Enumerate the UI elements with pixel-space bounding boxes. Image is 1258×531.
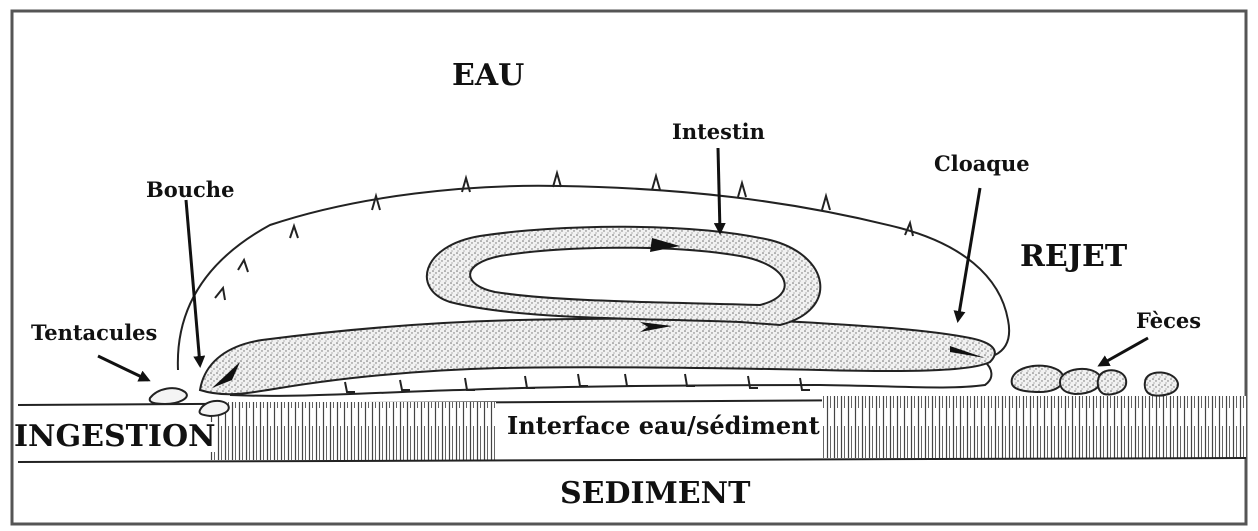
tentacles-label: Tentacules <box>31 322 157 343</box>
water-zone-label: EAU <box>452 61 524 91</box>
feces-label: Fèces <box>1136 310 1201 331</box>
interface-label: Interface eau/sédiment <box>507 414 820 438</box>
cloaca-label: Cloaque <box>934 153 1030 174</box>
sediment-zone-label: SEDIMENT <box>560 479 750 509</box>
ingestion-label: INGESTION <box>14 422 216 452</box>
rejection-label: REJET <box>1020 242 1127 272</box>
intestine-label: Intestin <box>672 121 765 142</box>
mouth-label: Bouche <box>146 179 234 200</box>
